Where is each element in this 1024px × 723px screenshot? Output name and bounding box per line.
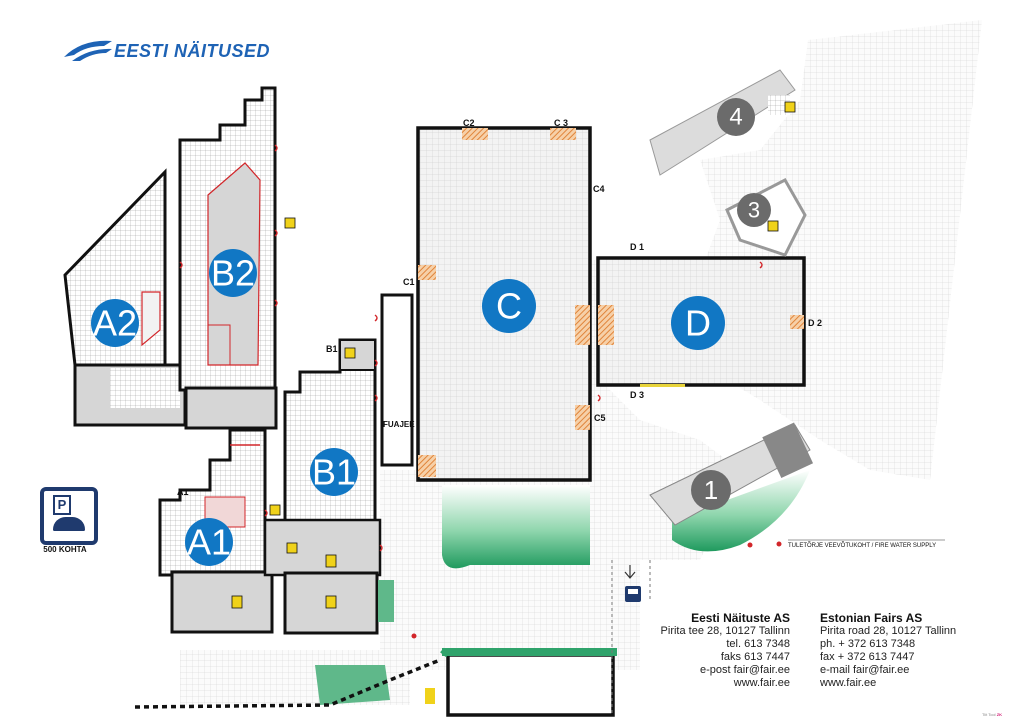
parking-gauge-icon: [53, 517, 85, 531]
hall-badge-b1[interactable]: B1: [310, 448, 358, 496]
entrance-label-d3: D 3: [630, 390, 644, 400]
hall-badge-a1[interactable]: A1: [185, 518, 233, 566]
elevator-icon: [231, 101, 796, 609]
contact-en-address: Pirita road 28, 10127 Tallinn: [820, 625, 957, 637]
contact-et-phone: tel. 613 7348: [726, 638, 790, 650]
pavilion-badge-4[interactable]: 4: [717, 98, 755, 136]
parking-sign: P: [40, 487, 98, 545]
pavilion-badge-3[interactable]: 3: [737, 193, 771, 227]
entrance-label-a1: A1: [177, 487, 189, 497]
bus-icon: [625, 586, 641, 602]
pavilion-badge-1[interactable]: 1: [691, 470, 731, 510]
svg-text:D: D: [685, 303, 711, 344]
contact-en-web[interactable]: www.fair.ee: [820, 677, 877, 689]
contact-en-name: Estonian Fairs AS: [820, 611, 923, 625]
pavilion-1: [649, 422, 814, 526]
contact-et-name: Eesti Näituste AS: [691, 611, 790, 625]
hydrant-markers: [411, 541, 782, 639]
fire-water-supply-label: TULETÕRJE VEEVÕTUKOHT / FIRE WATER SUPPL…: [788, 542, 936, 549]
contact-et-web[interactable]: www.fair.ee: [733, 677, 790, 689]
svg-text:A2: A2: [93, 303, 137, 344]
design-credit: Tiit Tool ZK: [982, 712, 1002, 717]
parking-caption: 500 KOHTA: [43, 545, 87, 554]
contact-et-address: Pirita tee 28, 10127 Tallinn: [660, 625, 790, 637]
contact-et-fax: faks 613 7447: [720, 651, 790, 663]
hall-badge-d[interactable]: D: [671, 296, 725, 350]
contact-et-email[interactable]: e-post fair@fair.ee: [699, 664, 790, 676]
contact-block-en: Estonian Fairs AS Pirita road 28, 10127 …: [820, 612, 990, 690]
foyer-corridor: [380, 293, 414, 467]
logo-wing-icon: [64, 40, 112, 61]
entrance-label-c2: C2: [463, 118, 475, 128]
logo-text: EESTI NÄITUSED: [114, 40, 271, 61]
entrance-label-c1: C1: [403, 277, 415, 287]
hall-badge-b2[interactable]: B2: [209, 249, 257, 297]
green-area: [315, 470, 810, 705]
contact-block-et: Eesti Näituste AS Pirita tee 28, 10127 T…: [640, 612, 790, 690]
contact-en-phone: ph. + 372 613 7348: [820, 638, 916, 650]
entrance-label-d1: D 1: [630, 242, 644, 252]
hall-badge-c[interactable]: C: [482, 279, 536, 333]
entrance-label-c5: C5: [594, 413, 606, 423]
entrance-label-c4: C4: [593, 184, 605, 194]
svg-text:B1: B1: [312, 452, 356, 493]
svg-text:C: C: [496, 286, 522, 327]
entrance-label-c3: C 3: [554, 118, 568, 128]
hall-a2-building: [63, 168, 187, 427]
contact-en-fax: fax + 372 613 7447: [820, 651, 915, 663]
svg-text:1: 1: [704, 475, 718, 505]
foyer-label: FUAJEE: [383, 420, 415, 429]
svg-text:A1: A1: [187, 522, 231, 563]
credit-prefix: Tiit Tool: [982, 712, 996, 717]
door-markers: [179, 144, 763, 552]
parking-garage: [440, 647, 617, 717]
access-path: [134, 560, 651, 715]
svg-text:B2: B2: [211, 253, 255, 294]
entrance-label-b1: B1: [326, 344, 338, 354]
hall-badge-a2[interactable]: A2: [91, 299, 139, 347]
svg-text:3: 3: [748, 198, 760, 223]
svg-text:4: 4: [729, 104, 742, 131]
contact-en-email[interactable]: e-mail fair@fair.ee: [820, 664, 910, 676]
arrow-down-icon: [425, 565, 636, 704]
entrance-label-d2: D 2: [808, 318, 822, 328]
eesti-naitused-logo: EESTI NÄITUSED: [62, 36, 270, 66]
parking-symbol: P: [53, 495, 71, 515]
credit-studio: ZK: [996, 712, 1003, 717]
